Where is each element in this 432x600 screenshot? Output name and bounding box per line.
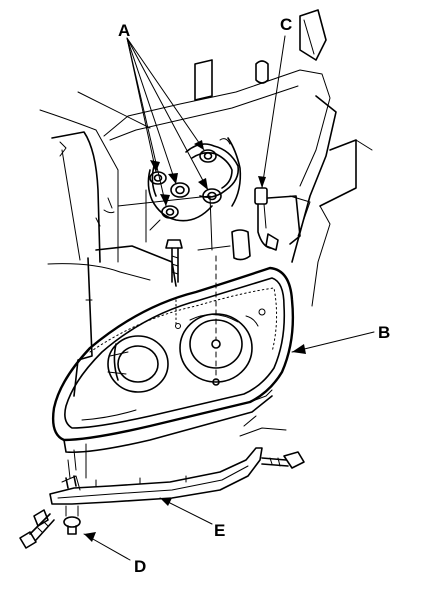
harness-connectors — [147, 137, 242, 231]
callout-e: E — [214, 521, 225, 540]
upper-mounting-bolt — [165, 239, 183, 283]
vehicle-body-structure — [39, 9, 373, 397]
lower-bracket — [49, 427, 287, 505]
leader-lines — [83, 35, 375, 561]
fasteners — [19, 451, 305, 549]
callout-c: C — [280, 15, 292, 34]
callout-b: B — [378, 323, 390, 342]
headlight-assembly — [51, 255, 295, 454]
mounting-clip — [254, 187, 279, 251]
callout-a: A — [118, 21, 130, 40]
arrowheads — [84, 140, 306, 542]
callout-d: D — [134, 557, 146, 576]
